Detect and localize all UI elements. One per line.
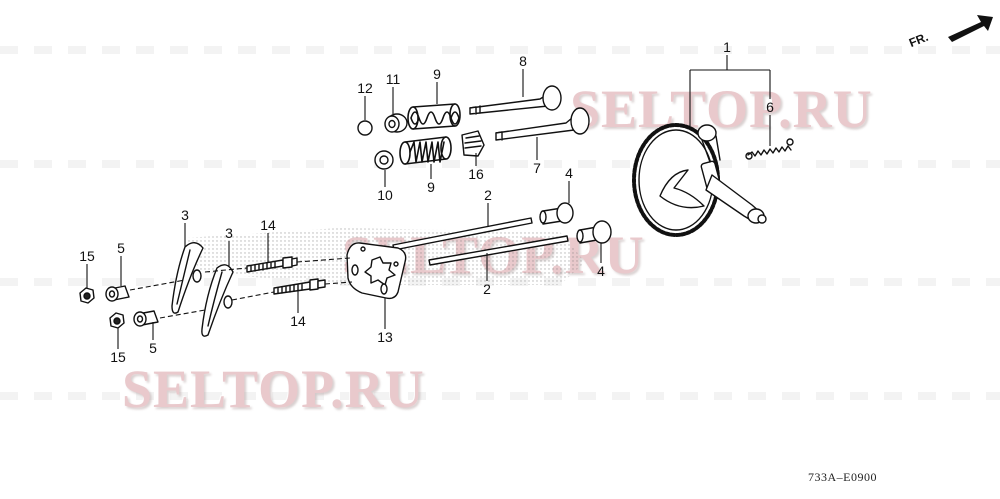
callout-16[interactable]: 16 (468, 166, 484, 182)
valve-spring-lower-icon (399, 136, 452, 165)
watermark: SELTOP.RU (122, 359, 425, 419)
diagram-code: 733A–E0900 (808, 470, 877, 484)
leader-lines (86, 55, 771, 349)
callout-14a[interactable]: 14 (260, 217, 276, 233)
valve-rotator-cap-icon (357, 120, 373, 136)
callout-3b[interactable]: 3 (225, 225, 233, 241)
valve-lifter-lower-icon (576, 220, 612, 244)
background-texture (0, 392, 1000, 400)
lock-nut-lower-icon (109, 312, 125, 329)
callout-13[interactable]: 13 (377, 329, 393, 345)
callout-15b[interactable]: 15 (110, 349, 126, 365)
callout-4a[interactable]: 4 (565, 165, 573, 181)
watermark: SELTOP.RU (570, 79, 873, 139)
pivot-nut-upper-icon (105, 285, 130, 302)
rocker-arm-right-icon (201, 264, 234, 337)
lock-nut-upper-icon (79, 287, 95, 304)
callout-5a[interactable]: 5 (117, 240, 125, 256)
camshaft-gear-icon (632, 123, 767, 237)
background-texture (0, 46, 1000, 54)
valve-stem-seal-icon (461, 130, 485, 157)
callout-4b[interactable]: 4 (597, 263, 605, 279)
callout-15a[interactable]: 15 (79, 248, 95, 264)
callout-10[interactable]: 10 (377, 187, 393, 203)
pivot-bolt-lower-icon (273, 278, 326, 295)
callout-11[interactable]: 11 (385, 71, 401, 87)
callout-5b[interactable]: 5 (149, 340, 157, 356)
callout-3a[interactable]: 3 (181, 207, 189, 223)
callout-12[interactable]: 12 (357, 80, 373, 96)
callout-8[interactable]: 8 (519, 53, 527, 69)
valve-spring-upper-icon (407, 103, 461, 130)
valve-lifter-upper-icon (539, 202, 574, 225)
spring-retainer-lower-icon (374, 150, 394, 170)
callout-14b[interactable]: 14 (290, 313, 306, 329)
front-arrow-icon (948, 15, 993, 42)
push-rod-lower-icon (428, 235, 569, 266)
callout-9b[interactable]: 9 (427, 179, 435, 195)
push-rod-guide-plate-icon (346, 242, 407, 300)
pivot-bolt-upper-icon (246, 256, 298, 273)
pivot-nut-lower-icon (133, 310, 159, 327)
rocker-arm-left-icon (171, 242, 204, 314)
callout-9a[interactable]: 9 (433, 66, 441, 82)
spring-retainer-upper-icon (384, 113, 408, 133)
background-texture (0, 160, 1000, 168)
callout-7[interactable]: 7 (533, 160, 541, 176)
decompressor-spring-icon (745, 138, 794, 160)
callout-2b[interactable]: 2 (483, 281, 491, 297)
callout-2a[interactable]: 2 (484, 187, 492, 203)
intake-valve-icon (495, 107, 590, 141)
exhaust-valve-icon (469, 85, 562, 115)
callout-1[interactable]: 1 (723, 39, 731, 55)
callout-6[interactable]: 6 (766, 99, 774, 115)
